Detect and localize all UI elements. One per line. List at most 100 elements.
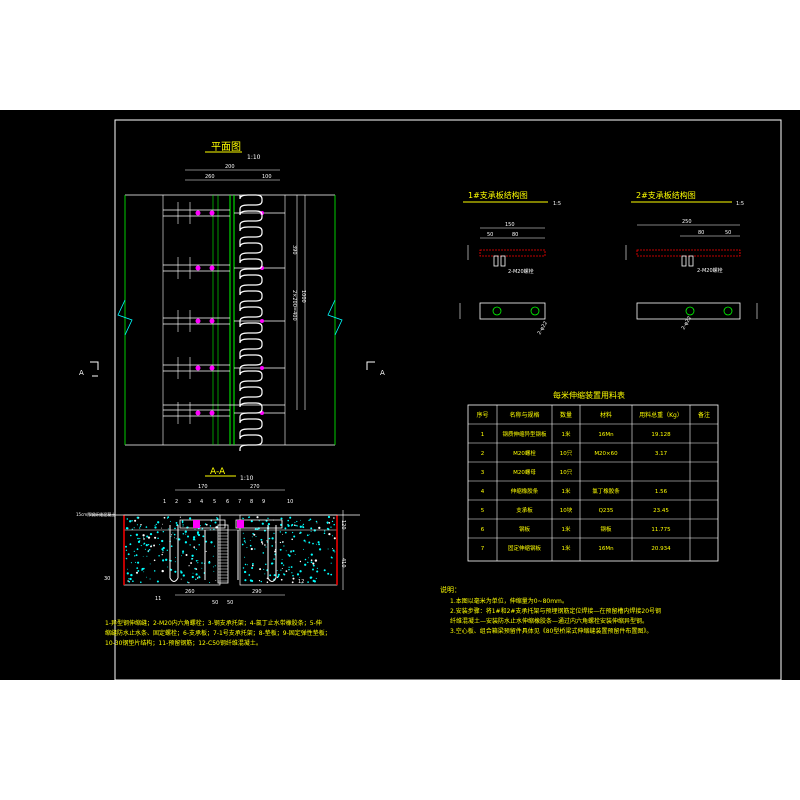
table-cell: 固定伸缩钢板 bbox=[508, 544, 542, 552]
plate1-label: 2-M20螺栓 bbox=[508, 268, 534, 275]
table-cell: 伸缩橡胶条 bbox=[511, 487, 539, 495]
plate2-dim-0: 250 bbox=[682, 219, 692, 225]
section-side-label: 15cm厚钢纤维混凝土 bbox=[76, 511, 115, 517]
table-cell: 5 bbox=[481, 508, 485, 514]
table-cell: M20螺栓 bbox=[513, 449, 536, 457]
table-cell: 10只 bbox=[560, 450, 573, 457]
table-cell: 1 bbox=[481, 432, 485, 438]
section-view: A-A 1:10 170 270 260 290 50 50 30 bbox=[76, 467, 360, 647]
table-cell: 10块 bbox=[560, 506, 573, 514]
plan-scale: 1:10 bbox=[247, 154, 261, 161]
callout-5: 5 bbox=[213, 499, 216, 505]
plate1-plan bbox=[479, 302, 546, 320]
table-cell: 1米 bbox=[562, 544, 571, 552]
table-cell: 16Mn bbox=[598, 432, 614, 438]
callout-6: 6 bbox=[226, 499, 229, 505]
table-cell: 3.17 bbox=[655, 451, 668, 457]
callout-12: 12 bbox=[298, 579, 304, 585]
section-dim-50a: 50 bbox=[212, 600, 218, 606]
section-scale: 1:10 bbox=[240, 475, 254, 482]
section-dim-270: 270 bbox=[250, 484, 260, 490]
notes-heading: 说明： bbox=[440, 585, 461, 594]
section-mark-right: A bbox=[380, 369, 385, 377]
callout-10: 10 bbox=[287, 499, 293, 505]
note-line-1: 1.本图以毫米为单位，伸缩量为0~80mm。 bbox=[450, 597, 568, 605]
table-cell: 钢板 bbox=[600, 525, 612, 533]
callout-3: 3 bbox=[188, 499, 191, 505]
table-cell: 23.45 bbox=[653, 508, 669, 514]
table-cell: 7 bbox=[481, 546, 485, 552]
note-line-2: 2.安装步骤：将1#和2#支承托架与预埋钢筋定位焊接—在预留槽内焊接20号钢 bbox=[450, 607, 661, 615]
callout-7: 7 bbox=[238, 499, 241, 505]
callout-8: 8 bbox=[250, 499, 253, 505]
plate1-dim-0: 150 bbox=[505, 222, 515, 228]
note-line-4: 3.空心板、组合箱梁预留件具体见《80型桥梁式伸缩缝装置预留件布置图》。 bbox=[450, 627, 652, 635]
plan-dim-200: 200 bbox=[225, 164, 235, 170]
plan-title: 平面图 bbox=[211, 141, 241, 153]
section-dim-120: 120 bbox=[340, 520, 346, 530]
table-header-cell: 序号 bbox=[476, 411, 488, 419]
plate1-title: 1#支承板结构图 bbox=[468, 190, 528, 200]
callout-1: 1 bbox=[163, 499, 166, 505]
plate2-dim-2: 50 bbox=[725, 230, 731, 236]
plate2-detail: 2#支承板结构图 1:5 250 80 50 2-M20螺栓 2-φ22 bbox=[625, 190, 758, 331]
plate2-dim-1: 80 bbox=[698, 230, 704, 236]
table-cell: 4 bbox=[481, 489, 485, 495]
callout-9: 9 bbox=[262, 499, 265, 505]
plate1-dim-1: 50 bbox=[487, 232, 493, 238]
section-dim-260: 260 bbox=[185, 589, 195, 595]
table-cell: 支承板 bbox=[516, 506, 533, 514]
section-mark-left: A bbox=[79, 369, 84, 377]
table-cell: 16Mn bbox=[598, 546, 614, 552]
plan-dim-2x: 2×200=400 bbox=[291, 290, 297, 321]
table-cell: 1.56 bbox=[655, 489, 668, 495]
table-cell: 1米 bbox=[562, 430, 571, 438]
table-cell: 1米 bbox=[562, 525, 571, 533]
table-cell: 10只 bbox=[560, 469, 573, 476]
plate1-scale: 1:5 bbox=[553, 201, 561, 207]
plate1-dim-2: 80 bbox=[512, 232, 518, 238]
table-cell: M20×60 bbox=[594, 451, 618, 457]
table-cell: 6 bbox=[481, 527, 485, 533]
table-cell: 钢质伸缩异型钢板 bbox=[502, 430, 547, 438]
table-cell: 2 bbox=[481, 451, 485, 457]
table-header-cell: 用料总重（Kg） bbox=[639, 411, 683, 419]
table-header-cell: 数量 bbox=[560, 411, 572, 419]
plan-dim-390: 390 bbox=[291, 245, 297, 255]
section-title: A-A bbox=[210, 467, 226, 477]
table-cell: 1米 bbox=[562, 487, 571, 495]
notes: 说明： 1.本图以毫米为单位，伸缩量为0~80mm。 2.安装步骤：将1#和2#… bbox=[440, 585, 661, 635]
plan-dim-100: 100 bbox=[262, 174, 272, 180]
section-dim-30: 30 bbox=[104, 576, 110, 582]
legend-line-3: 10-30钢垫片结构；11-预留钢筋；12-C50钢纤维混凝土。 bbox=[105, 639, 262, 647]
table-header-cell: 名称与规格 bbox=[509, 411, 539, 419]
table-cell: 20.934 bbox=[651, 546, 671, 552]
legend-line-1: 1-异型钢伸缩缝；2-M20内六角螺栓；3-钢支承托架；4-氯丁止水带橡胶条；5… bbox=[105, 619, 322, 627]
table-cell: Q235 bbox=[599, 508, 614, 514]
callout-2: 2 bbox=[175, 499, 178, 505]
note-line-3: 纤维混凝土—安装防水止水伸缩橡胶条—通过内六角螺栓安装伸缩异型钢。 bbox=[450, 617, 648, 625]
table-header-cell: 材料 bbox=[600, 411, 612, 419]
legend-line-2: 缩缝防水止水条、固定螺栓；6-支承板；7-1号支承托架；8-垫板；9-固定弹性垫… bbox=[105, 629, 331, 637]
table-cell: 氯丁橡胶条 bbox=[592, 487, 620, 495]
table-cell: 19.128 bbox=[651, 432, 671, 438]
table-title: 每米伸缩装置用料表 bbox=[553, 390, 625, 400]
plan-dim-1000: 1000 bbox=[300, 290, 306, 303]
table-cell: 钢板 bbox=[519, 525, 531, 533]
plate1-detail: 1#支承板结构图 1:5 150 50 80 2-M20螺栓 2-φ22 bbox=[459, 190, 561, 336]
table-cell: 3 bbox=[481, 470, 485, 476]
plate2-scale: 1:5 bbox=[736, 201, 744, 207]
plate2-label: 2-M20螺栓 bbox=[697, 267, 723, 274]
plate2-title: 2#支承板结构图 bbox=[636, 190, 696, 200]
callout-11: 11 bbox=[155, 596, 161, 602]
section-dim-410: 410 bbox=[340, 558, 346, 568]
plan-view: 平面图 1:10 200 260 100 390 2×200=400 1 bbox=[79, 141, 385, 451]
drawing-frame bbox=[114, 119, 782, 681]
table-header-cell: 备注 bbox=[698, 411, 710, 419]
section-dim-50b: 50 bbox=[227, 600, 233, 606]
plan-dim-260: 260 bbox=[205, 174, 215, 180]
concrete-left bbox=[123, 514, 221, 586]
section-dim-290: 290 bbox=[252, 589, 262, 595]
table-cell: M20螺母 bbox=[513, 468, 536, 476]
